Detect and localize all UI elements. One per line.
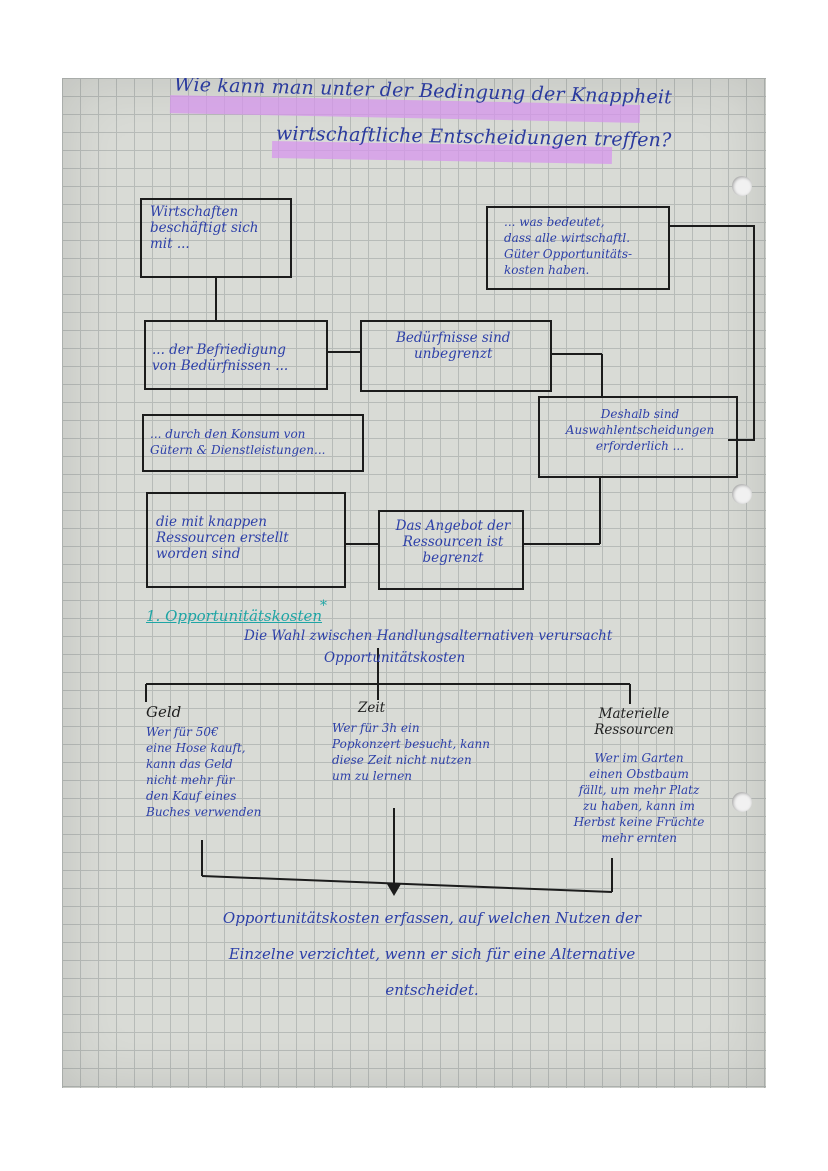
flow-box-befriedigung: ... der Befriedigung von Bedürfnissen ..… <box>144 320 328 390</box>
conclusion-text: Opportunitätskosten erfassen, auf welche… <box>222 909 642 999</box>
branch-text-geld: Wer für 50€ eine Hose kauft, kann das Ge… <box>146 725 262 819</box>
flow-box-text: ... was bedeutet, dass alle wirtschaftl.… <box>504 215 633 277</box>
asterisk-mark: * <box>320 598 327 614</box>
punch-hole <box>732 484 752 504</box>
flow-box-auswahlentscheidungen: Deshalb sind Auswahlentscheidungen erfor… <box>538 396 738 478</box>
punch-hole <box>732 792 752 812</box>
flow-box-text: die mit knappen Ressourcen erstellt word… <box>156 514 289 562</box>
flow-box-text: Wirtschaften beschäftigt sich mit ... <box>150 204 259 252</box>
flow-box-wirtschaften: Wirtschaften beschäftigt sich mit ... <box>140 198 292 278</box>
flow-box-konsum: ... durch den Konsum von Gütern & Dienst… <box>142 414 364 472</box>
branch-label-geld: Geld <box>146 703 182 721</box>
flow-box-text: Das Angebot der Ressourcen ist begrenzt <box>395 518 511 566</box>
section-intro-line-2: Opportunitätskosten <box>324 650 466 666</box>
branch-text-zeit: Wer für 3h ein Popkonzert besucht, kann … <box>332 721 490 783</box>
punch-hole <box>732 176 752 196</box>
flow-box-text: ... durch den Konsum von Gütern & Dienst… <box>150 427 326 457</box>
flow-box-beduerfnisse: Bedürfnisse sind unbegrenzt <box>360 320 552 392</box>
flow-box-opportunitaetskosten: ... was bedeutet, dass alle wirtschaftl.… <box>486 206 670 290</box>
notebook-page: Wie kann man unter der Bedingung der Kna… <box>62 78 766 1088</box>
section-heading: 1. Opportunitätskosten <box>146 607 323 625</box>
branch-text-ressourcen: Wer im Garten einen Obstbaum fällt, um m… <box>573 751 705 845</box>
flow-box-text: Deshalb sind Auswahlentscheidungen erfor… <box>565 407 715 453</box>
flow-box-knappe-ressourcen: die mit knappen Ressourcen erstellt word… <box>146 492 346 588</box>
branch-label-zeit: Zeit <box>358 700 386 716</box>
section-intro-line-1: Die Wahl zwischen Handlungsalternativen … <box>244 628 613 644</box>
flow-box-text: Bedürfnisse sind unbegrenzt <box>396 330 511 362</box>
connector-lines <box>145 225 755 896</box>
branch-label-ressourcen: Materielle Ressourcen <box>594 706 674 738</box>
flow-box-angebot: Das Angebot der Ressourcen ist begrenzt <box>378 510 524 590</box>
flow-box-text: ... der Befriedigung von Bedürfnissen ..… <box>152 342 289 374</box>
